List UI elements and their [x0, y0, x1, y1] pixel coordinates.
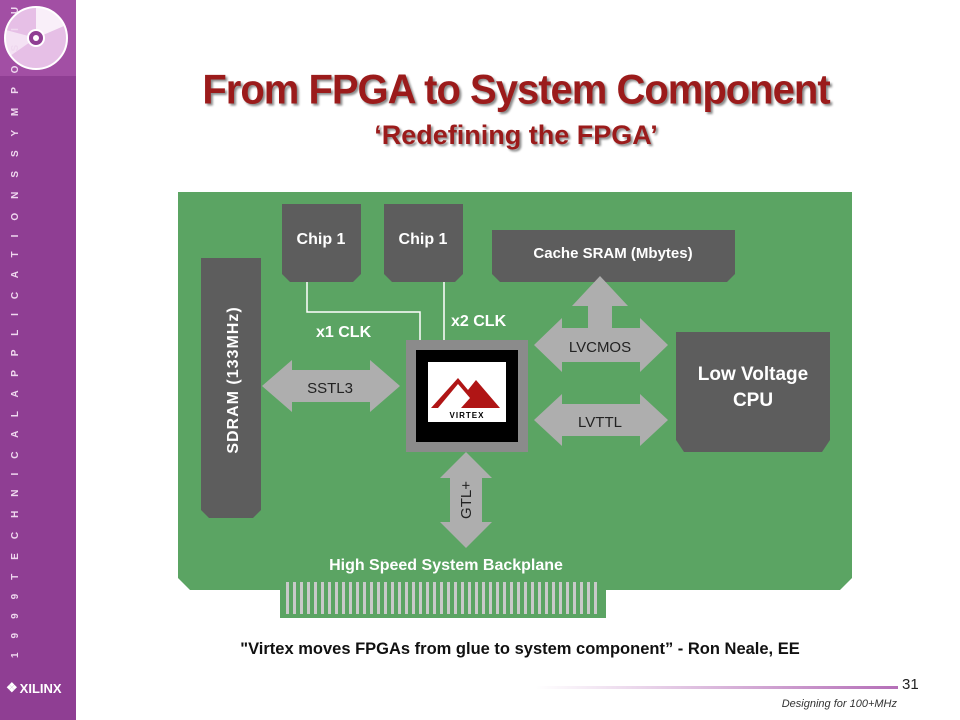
sdram-label: SDRAM (133MHz)	[225, 306, 242, 453]
connector-pin	[356, 582, 359, 614]
connector-pin	[587, 582, 590, 614]
lvcmos-label: LVCMOS	[569, 339, 631, 356]
xilinx-logo-text: XILINX	[19, 680, 62, 696]
footer-divider	[536, 686, 898, 689]
connector-pin	[398, 582, 401, 614]
footer-text: Designing for 100+MHz	[781, 698, 897, 710]
xilinx-x-icon: ❖	[6, 680, 18, 695]
backplane-label: High Speed System Backplane	[329, 557, 563, 574]
connector-pin	[496, 582, 499, 614]
low-voltage-cpu: Low Voltage CPU	[676, 332, 830, 452]
cpu-label-line1: Low Voltage	[698, 364, 808, 385]
sdram-module: SDRAM (133MHz)	[201, 258, 261, 518]
chip-1-right: Chip 1	[384, 204, 463, 282]
connector-pin	[370, 582, 373, 614]
gtl-label: GTL+	[458, 481, 475, 519]
x2-clk-label: x2 CLK	[451, 313, 507, 330]
xilinx-logo: ❖ XILINX	[6, 680, 62, 696]
connector-pin	[545, 582, 548, 614]
lvcmos-bus-arrow: LVCMOS	[534, 276, 668, 372]
connector-pin	[538, 582, 541, 614]
connector-pin	[349, 582, 352, 614]
connector-pin	[489, 582, 492, 614]
connector-pin	[314, 582, 317, 614]
lvttl-label: LVTTL	[578, 414, 622, 431]
connector-pin	[475, 582, 478, 614]
virtex-fpga: VIRTEX	[406, 340, 528, 452]
page-number: 31	[902, 676, 919, 693]
connector-pin	[377, 582, 380, 614]
connector-pin	[405, 582, 408, 614]
connector-pin	[363, 582, 366, 614]
connector-pin	[503, 582, 506, 614]
connector-pin	[391, 582, 394, 614]
cpu-label-line2: CPU	[733, 390, 773, 411]
chip-1-left-label: Chip 1	[297, 231, 346, 248]
x1-clk-wire	[306, 282, 421, 342]
connector-pin	[286, 582, 289, 614]
connector-pin	[328, 582, 331, 614]
quote: "Virtex moves FPGAs from glue to system …	[240, 640, 800, 658]
cd-logo	[0, 0, 76, 76]
chip-1-right-label: Chip 1	[399, 231, 448, 248]
connector-pin	[482, 582, 485, 614]
sstl3-bus-arrow: SSTL3	[262, 360, 400, 412]
connector-pins	[286, 582, 597, 614]
connector-pin	[524, 582, 527, 614]
connector-pin	[293, 582, 296, 614]
connector-pin	[342, 582, 345, 614]
connector-pin	[447, 582, 450, 614]
connector-pin	[517, 582, 520, 614]
connector-pin	[300, 582, 303, 614]
x1-clk-label: x1 CLK	[316, 324, 372, 341]
connector-pin	[412, 582, 415, 614]
connector-pin	[335, 582, 338, 614]
connector-pin	[468, 582, 471, 614]
connector-pin	[531, 582, 534, 614]
connector-pin	[573, 582, 576, 614]
connector-pin	[552, 582, 555, 614]
connector-pin	[384, 582, 387, 614]
connector-pin	[307, 582, 310, 614]
connector-pin	[594, 582, 597, 614]
slide-title: From FPGA to System Component	[202, 66, 830, 114]
connector-pin	[510, 582, 513, 614]
cd-icon	[4, 6, 68, 70]
cache-sram: Cache SRAM (Mbytes)	[492, 230, 735, 282]
connector-pin	[419, 582, 422, 614]
connector-pin	[559, 582, 562, 614]
connector-pin	[426, 582, 429, 614]
gtl-bus-arrow: GTL+	[440, 452, 492, 548]
chip-1-left: Chip 1	[282, 204, 361, 282]
connector-pin	[321, 582, 324, 614]
connector-pin	[433, 582, 436, 614]
connector-pin	[566, 582, 569, 614]
lvttl-bus-arrow: LVTTL	[534, 394, 668, 446]
connector-pin	[440, 582, 443, 614]
slide-subtitle: ‘Redefining the FPGA’	[374, 120, 658, 150]
sstl3-label: SSTL3	[307, 380, 353, 397]
virtex-logo-text: VIRTEX	[450, 411, 485, 420]
sidebar: 1 9 9 9 T E C H N I C A L A P P L I C A …	[0, 0, 76, 720]
connector-pin	[580, 582, 583, 614]
connector-pin	[461, 582, 464, 614]
connector-pin	[454, 582, 457, 614]
cache-sram-label: Cache SRAM (Mbytes)	[533, 245, 692, 262]
